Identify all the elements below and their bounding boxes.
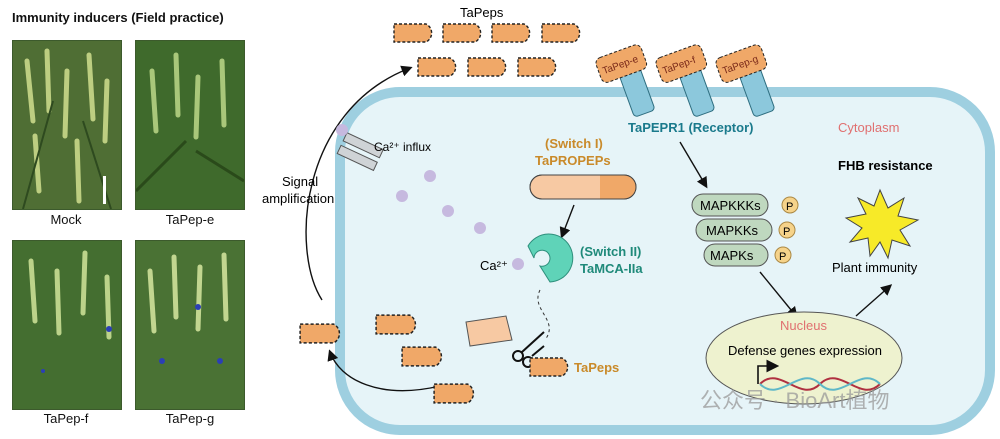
- signal-label: Signal: [282, 174, 318, 189]
- secretion-arrow: [327, 349, 441, 392]
- photo-tapep-g: [135, 240, 245, 410]
- mapkkks-label: MAPKKKs: [700, 198, 761, 213]
- pep: [393, 23, 433, 43]
- switch2-label-b: TaMCA-IIa: [580, 261, 643, 276]
- tamca-shape: [527, 233, 574, 283]
- photo-label-mock: Mock: [50, 212, 82, 227]
- switch1-label-a: (Switch I): [545, 136, 603, 151]
- pep: [433, 383, 475, 404]
- ca-label: Ca²⁺: [480, 258, 508, 273]
- pep: [375, 314, 417, 335]
- dna-icon: [759, 377, 881, 391]
- watermark: 公众号 · BioArt植物: [700, 388, 889, 413]
- propep-fragment: [465, 315, 513, 347]
- fhb-label: FHB resistance: [838, 158, 933, 173]
- p-label: P: [779, 251, 786, 263]
- pep: [417, 57, 457, 77]
- nucleus-label: Nucleus: [780, 318, 827, 333]
- calcium-ions: [336, 124, 524, 270]
- cytoplasm-label: Cytoplasm: [838, 120, 899, 135]
- transcription-arrow: [757, 359, 780, 384]
- pep: [517, 57, 557, 77]
- switch2-label-a: (Switch II): [580, 244, 641, 259]
- amplification-arrow: [305, 65, 413, 301]
- mapks-label: MAPKs: [710, 248, 754, 263]
- nucleus: [705, 311, 903, 405]
- photo-label-tapep-f: TaPep-f: [43, 411, 89, 426]
- receptor-complex: TaPep-e TaPep-f TaPep-g: [595, 44, 775, 117]
- switch1-label-b: TaPROPEPs: [535, 153, 611, 168]
- mapk-cascade: MAPKKKs P MAPKKs P MAPKs P: [691, 193, 799, 267]
- tapeps-top-label: TaPeps: [460, 5, 504, 20]
- calcium-channel: [336, 132, 384, 172]
- scissors-icon: [512, 331, 545, 368]
- p-label: P: [783, 226, 790, 238]
- receptor-label: TaPEPR1 (Receptor): [628, 120, 753, 135]
- photo-tapep-f: [12, 240, 122, 410]
- pep: [529, 357, 569, 377]
- pep: [491, 23, 531, 43]
- ca-influx-label: Ca²⁺ influx: [374, 140, 431, 154]
- mapkks-label: MAPKKs: [706, 223, 759, 238]
- pep: [401, 346, 443, 367]
- plant-immunity-label: Plant immunity: [832, 260, 918, 275]
- pep: [467, 57, 507, 77]
- cleavage-path: [537, 289, 550, 341]
- pep: [541, 23, 581, 43]
- photo-label-tapep-g: TaPep-g: [165, 411, 215, 426]
- photo-label-tapep-e: TaPep-e: [165, 212, 215, 227]
- amplification-label: amplification: [262, 191, 334, 206]
- pep: [299, 323, 341, 344]
- photo-tapep-e: [135, 40, 245, 210]
- defense-label: Defense genes expression: [728, 343, 882, 358]
- photo-mock: [12, 40, 122, 210]
- tapropeps-shape: [529, 174, 637, 200]
- p-label: P: [786, 201, 793, 213]
- tapeps-bottom-label: TaPeps: [574, 360, 619, 375]
- starburst-icon: [844, 188, 920, 260]
- pep: [442, 23, 482, 43]
- panel-title: Immunity inducers (Field practice): [12, 10, 224, 25]
